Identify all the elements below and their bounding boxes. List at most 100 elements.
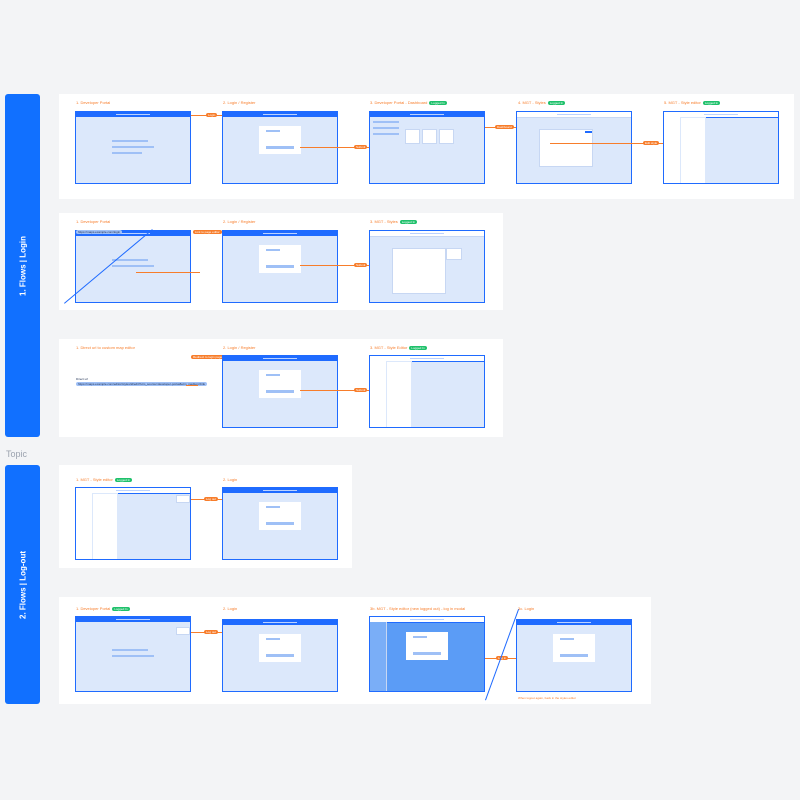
status-badge: Logged In	[702, 101, 721, 105]
editor-sidebar	[370, 622, 387, 691]
step-label: 2. Login / Register	[223, 219, 256, 224]
screen-topbar	[370, 112, 484, 117]
screen-developer-portal[interactable]	[75, 111, 191, 184]
login-card	[259, 126, 301, 154]
step-label: 3b. MGT - Style editor (new logged out) …	[370, 606, 466, 611]
editor-sidebar	[664, 117, 681, 183]
action-pill: Submit	[354, 263, 368, 267]
action-pill: Log in	[496, 656, 509, 660]
login-card	[259, 245, 301, 273]
status-badge: Logged In	[112, 607, 130, 611]
text-bar	[112, 259, 148, 261]
screen-login-register[interactable]	[222, 230, 338, 303]
tile	[422, 129, 437, 144]
submit-bar	[266, 265, 294, 268]
text-bar	[112, 649, 148, 651]
text-bar	[266, 130, 280, 132]
menu-bar	[373, 133, 399, 135]
flow-arrow	[300, 265, 369, 266]
screen-login[interactable]	[222, 487, 338, 560]
screen-topbar	[370, 231, 484, 237]
styles-dialog	[392, 248, 446, 294]
text-bar	[112, 655, 154, 657]
screen-topbar	[517, 620, 631, 625]
text-bar	[266, 374, 280, 376]
editor-sidebar	[370, 361, 387, 427]
styles-preview	[446, 248, 462, 260]
screen-topbar	[370, 356, 484, 362]
action-pill: Log out	[204, 630, 219, 634]
menu-bar	[373, 127, 399, 129]
action-pill: Submit	[354, 145, 368, 149]
login-card	[259, 502, 301, 530]
primary-bar	[585, 131, 592, 133]
status-badge: Logged In	[429, 101, 447, 105]
screen-topbar	[76, 617, 190, 622]
step-label: 2. Login / Register	[223, 345, 256, 350]
section-login-label: 1. Flows | Login	[18, 235, 27, 296]
screen-style-editor[interactable]	[663, 111, 779, 184]
action-pill: Log out	[204, 497, 219, 501]
text-bar	[112, 152, 142, 154]
submit-bar	[266, 654, 294, 657]
text-bar	[112, 140, 148, 142]
action-pill: Edit style	[643, 141, 660, 145]
screen-login-register[interactable]	[222, 355, 338, 428]
submit-bar	[560, 654, 588, 657]
editor-panel	[92, 493, 118, 559]
submit-bar	[266, 146, 294, 149]
screen-login[interactable]	[516, 619, 632, 692]
step-label: 2. Login / Register	[223, 100, 256, 105]
text-bar	[112, 146, 154, 148]
text-bar	[266, 249, 280, 251]
step-label: 2. Login	[223, 606, 238, 611]
screen-developer-portal[interactable]	[75, 230, 191, 303]
flow-arrow	[300, 147, 369, 148]
screen-mgt-styles[interactable]	[516, 111, 632, 184]
status-badge: Logged In	[547, 101, 566, 105]
screen-mgt-styles[interactable]	[369, 230, 485, 303]
flow-arrow	[300, 390, 369, 391]
text-bar	[112, 265, 154, 267]
screen-topbar	[76, 488, 190, 494]
section-logout-bar: 2. Flows | Log-out	[5, 465, 40, 704]
status-badge: Logged In	[114, 478, 133, 482]
login-modal[interactable]	[406, 632, 448, 660]
flow-arrow	[550, 143, 664, 144]
url-title: Direct url	[76, 377, 89, 381]
action-pill: Login	[206, 113, 218, 117]
screen-topbar	[370, 617, 484, 623]
action-pill: Submit	[354, 388, 368, 392]
step-label: 1. Developer Portal	[76, 219, 111, 224]
account-menu	[176, 495, 190, 503]
screen-style-editor[interactable]	[75, 487, 191, 560]
screen-style-editor[interactable]	[369, 355, 485, 428]
text-bar	[413, 636, 427, 638]
submit-bar	[413, 652, 441, 655]
status-badge: Logged In	[399, 220, 418, 224]
login-card	[259, 634, 301, 662]
screen-topbar	[76, 112, 190, 117]
login-card	[259, 370, 301, 398]
screen-login[interactable]	[222, 619, 338, 692]
screen-dashboard[interactable]	[369, 111, 485, 184]
submit-bar	[266, 522, 294, 525]
url-pill: https://maps.example.com/editor/styles/i…	[76, 382, 208, 386]
screen-topbar	[223, 231, 337, 236]
action-pill: Dashboard	[495, 125, 514, 129]
editor-sidebar	[76, 493, 93, 559]
screen-topbar	[223, 356, 337, 361]
action-pill: Redirect to login page	[191, 355, 225, 359]
topic-label: Topic	[6, 449, 28, 459]
screen-style-editor-logged-out[interactable]	[369, 616, 485, 692]
flow-arrow	[136, 272, 200, 273]
screen-topbar	[517, 112, 631, 118]
step-label: 3c. Login	[518, 606, 535, 611]
styles-dialog	[539, 129, 593, 167]
screen-developer-portal[interactable]	[75, 616, 191, 692]
